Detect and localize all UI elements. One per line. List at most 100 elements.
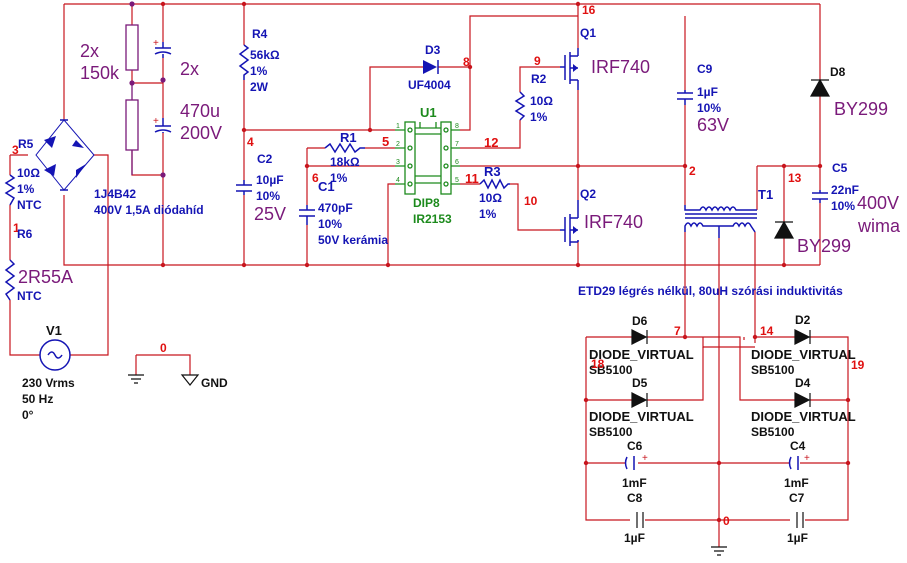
bridge-diode-1 [44, 136, 56, 148]
wire-gnd [135, 354, 191, 375]
r2-tol: 1% [530, 110, 548, 124]
label-150k-value: 150k [80, 63, 120, 83]
r4-power: 2W [250, 80, 268, 94]
junction [304, 163, 310, 169]
capacitors-c8-c7 [636, 512, 804, 528]
wire-secondary [684, 232, 756, 547]
wire-d3 [369, 15, 578, 130]
pin-2 [407, 145, 413, 151]
resistor-r6 [4, 259, 16, 301]
wire-node8 [460, 67, 471, 131]
junction [682, 334, 688, 340]
r3-ref: R3 [484, 164, 501, 179]
pin-8 [443, 127, 449, 133]
r1-ref: R1 [340, 130, 357, 145]
c9-volt: 63V [697, 115, 730, 135]
junction [241, 127, 247, 133]
node-6: 6 [312, 171, 319, 185]
d2-ref: D2 [795, 313, 811, 327]
c2-tol: 10% [256, 189, 281, 203]
bridge-terminals [60, 119, 68, 191]
ground-symbols [128, 374, 727, 556]
node-1: 1 [13, 221, 20, 235]
node-7: 7 [674, 324, 681, 338]
node-11: 11 [465, 171, 479, 186]
c5-tol: 10% [831, 199, 856, 213]
diode-d6 [631, 329, 648, 345]
wire-ac-loop [9, 154, 109, 356]
node-13: 13 [788, 171, 802, 185]
junction [160, 1, 166, 7]
d3-part: UF4004 [408, 78, 451, 92]
c2-value: 10µF [256, 173, 284, 187]
wire-node14-a [702, 337, 755, 348]
d2-part: SB5100 [751, 363, 795, 377]
junction [583, 397, 589, 403]
r5-type: NTC [17, 198, 42, 212]
junction [781, 163, 787, 169]
gnd-icon [180, 374, 200, 386]
wire-pin4 [387, 183, 395, 265]
bridge-part: 1J4B42 [94, 187, 137, 201]
resistor-r5 [4, 174, 16, 206]
r3-tol: 1% [479, 207, 497, 221]
junction [752, 334, 758, 340]
u1-part: IR2153 [413, 212, 452, 226]
junctions [160, 1, 851, 523]
junction [845, 397, 851, 403]
gnd-label: GND [201, 376, 228, 390]
junction [583, 460, 589, 466]
q2-ref: Q2 [580, 187, 597, 201]
c5-volt: 400V [857, 193, 900, 213]
wire-output-loop [585, 336, 849, 521]
d5-model: DIODE_VIRTUAL [589, 409, 694, 424]
pin-7 [443, 145, 449, 151]
diode-d5 [631, 392, 648, 408]
diode-d2 [794, 329, 811, 345]
d5-part: SB5100 [589, 425, 633, 439]
c5-brand: wima [858, 216, 901, 236]
node-8: 8 [463, 55, 470, 69]
diode-d8 [809, 78, 831, 97]
c8-ref: C8 [627, 491, 643, 505]
v1-ref: V1 [46, 323, 62, 338]
d5-ref: D5 [632, 376, 648, 390]
mosfet-q2 [560, 200, 579, 246]
node-5: 5 [382, 134, 390, 149]
ground-icon-output [711, 546, 727, 556]
d2-model: DIODE_VIRTUAL [751, 347, 856, 362]
junction [845, 460, 851, 466]
wire-bottom-rail [63, 195, 820, 266]
plus-mark: + [642, 453, 648, 464]
ic-left-pins [404, 121, 416, 195]
resistor-r1 [324, 142, 365, 154]
c9-tol: 10% [697, 101, 722, 115]
components [4, 42, 828, 470]
plus-mark: + [153, 38, 159, 49]
node-14: 14 [760, 324, 774, 338]
junction [575, 163, 581, 169]
capacitor-c2 [236, 180, 252, 195]
c1-value: 470pF [318, 201, 353, 215]
node-3: 3 [12, 143, 19, 157]
ac-source-wave [47, 351, 63, 359]
black-diodes [631, 78, 831, 528]
r5-tol: 1% [17, 182, 35, 196]
label-470u-value: 470u [180, 101, 221, 121]
ic-right-pins [440, 121, 452, 195]
wire-d5 [586, 347, 704, 401]
u1-pin-7-label: 7 [455, 141, 459, 148]
c5-value: 22nF [831, 183, 860, 197]
r5-value: 10Ω [17, 166, 40, 180]
u1-pin-2-label: 2 [396, 141, 400, 148]
transformer-note: ETD29 légrés nélkül, 80uH szórási indukt… [578, 284, 843, 298]
d8-ref: D8 [830, 65, 846, 79]
v1-phase: 0° [22, 408, 34, 422]
resistor-150k-bottom [125, 99, 139, 151]
junction [682, 163, 688, 169]
ac-source-v1 [39, 339, 71, 371]
node-19: 19 [851, 358, 865, 372]
r3-value: 10Ω [479, 191, 502, 205]
q1-arrow [573, 64, 578, 72]
